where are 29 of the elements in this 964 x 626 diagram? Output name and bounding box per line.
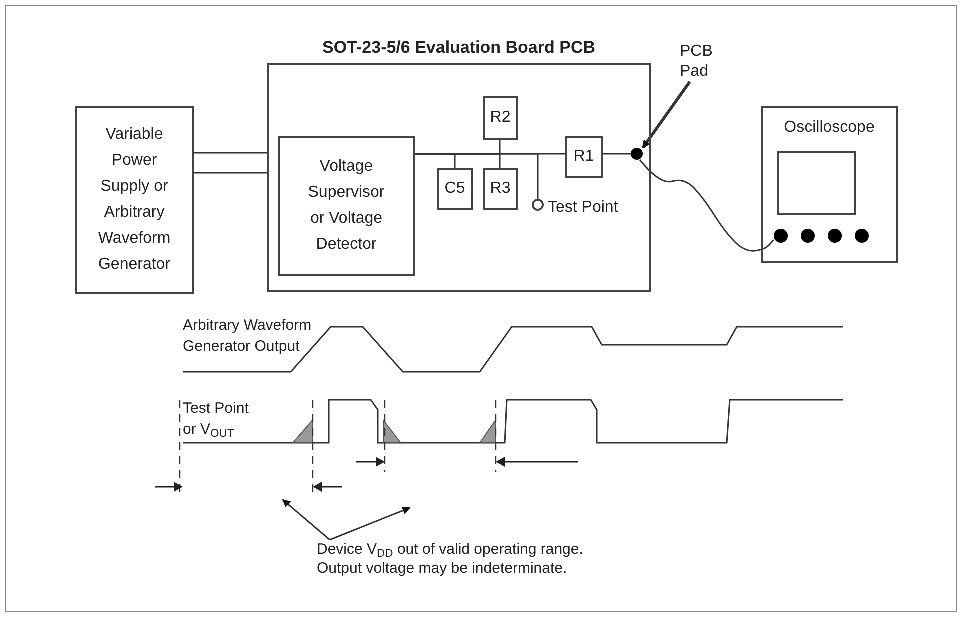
node-label: Oscilloscope [784, 118, 875, 138]
ic-box [278, 136, 415, 276]
wire [194, 172, 267, 174]
callout-arrow [282, 499, 330, 541]
node-label: Device V$_{DD}$ out of valid operating range. Output voltage may be indeterminate. [317, 541, 584, 577]
resistor-box [483, 96, 518, 140]
node-label: R3 [490, 179, 511, 199]
signal-label: Test Point or V$_{OUT}$ [183, 399, 250, 440]
node-label: C5 [444, 179, 466, 199]
node-label: Variable Power Supply or Arbitrary Waveform Generator [97, 125, 172, 275]
wire [603, 153, 631, 155]
signal-label: Arbitrary Waveform Generator Output [183, 316, 313, 357]
resistor-box [565, 136, 603, 178]
oscilloscope-box [761, 106, 898, 263]
probe-cable [639, 160, 775, 252]
capacitor-box [437, 168, 473, 210]
test-point-label: Test Point [548, 198, 618, 218]
node-label: PCB Pad [680, 43, 713, 80]
node-label: Voltage Supervisor or Voltage Detector [307, 157, 386, 255]
resistor-box [483, 168, 518, 210]
node-label: R2 [490, 108, 511, 128]
wire [415, 153, 565, 155]
callout-arrow [330, 506, 411, 541]
screen-rect [777, 151, 856, 215]
leader-arrow [642, 81, 692, 149]
board-title: SOT-23-5/6 Evaluation Board PCB [321, 37, 596, 59]
node-label: R1 [574, 147, 594, 167]
wire [194, 152, 267, 154]
source-box [75, 106, 194, 294]
